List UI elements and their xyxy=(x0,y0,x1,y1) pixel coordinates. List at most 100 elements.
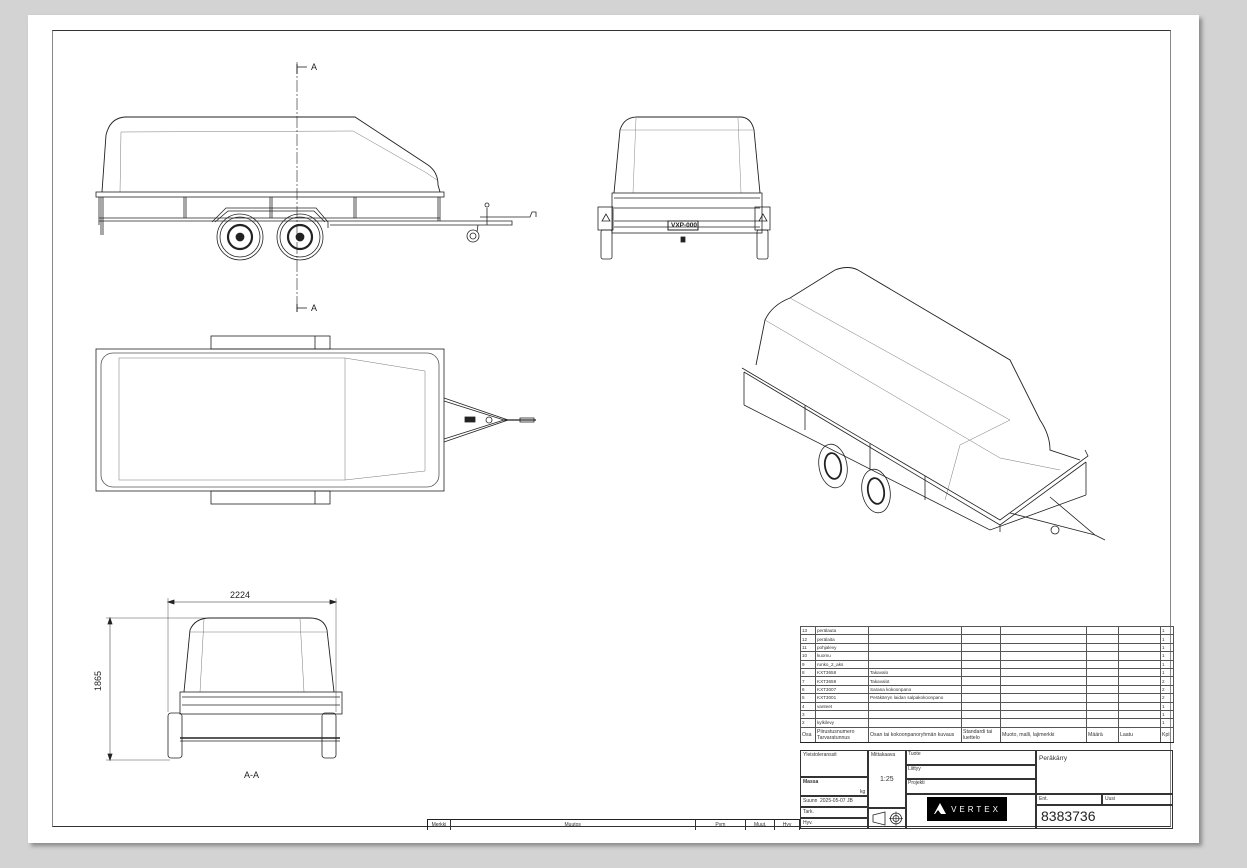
drawing-number: 8383736 xyxy=(1041,808,1096,824)
bom-standard xyxy=(961,634,1001,644)
bom-part: perälauta xyxy=(815,625,869,636)
mass-cell xyxy=(800,777,868,796)
bom-quality xyxy=(1118,684,1161,695)
dimension-width: 2224 xyxy=(230,590,251,600)
bom-shape xyxy=(1000,676,1087,686)
bom-part: KXT3658 xyxy=(815,667,869,678)
bom-amount xyxy=(1086,709,1119,720)
bom-quality xyxy=(1118,709,1161,720)
bom-osa: 4 xyxy=(800,701,816,711)
bom-osa: 5 xyxy=(800,693,816,703)
mass-unit: kg xyxy=(860,789,866,795)
bom-amount xyxy=(1086,642,1119,653)
bom-part: kuomu xyxy=(815,651,869,661)
bom-shape xyxy=(1000,718,1087,728)
bom-header-shape: Muoto, malli, lajimerkki xyxy=(1000,726,1087,743)
product-label: Tuote xyxy=(908,751,921,757)
bom-part: kylkilevy xyxy=(815,718,869,728)
belongs-label: Liittyy xyxy=(908,766,921,772)
bom-shape xyxy=(1000,642,1087,653)
bom-quality xyxy=(1118,718,1161,728)
bom-description: Peräkärryn laidan salpakokoonpano xyxy=(868,693,962,703)
bom-osa: 12 xyxy=(800,634,816,644)
bom-shape xyxy=(1000,667,1087,678)
new-label: Uusi xyxy=(1105,796,1116,802)
bom-shape xyxy=(1000,651,1087,661)
section-aa-view xyxy=(106,598,343,762)
bom-shape xyxy=(1000,693,1087,703)
checked-cell xyxy=(800,807,868,818)
drawing-frame xyxy=(52,30,1171,827)
mass-label: Massa xyxy=(803,779,819,785)
bom-shape xyxy=(1000,709,1087,720)
bom-header-amount: Määrä xyxy=(1086,726,1119,743)
revision-mark-header: Merkki xyxy=(428,820,451,830)
approved-label: Hyv. xyxy=(803,820,813,826)
bom-description xyxy=(868,701,962,711)
rear-view xyxy=(597,116,771,260)
bom-shape xyxy=(1000,625,1087,636)
scale-value: 1:25 xyxy=(880,776,894,783)
bom-description: Sarana kokoonpano xyxy=(868,684,962,695)
bom-qty: 2 xyxy=(1160,684,1174,695)
project-label: Projekti xyxy=(908,780,925,786)
bom-part: KXT3001 xyxy=(815,693,869,703)
bom-qty: 1 xyxy=(1160,651,1174,661)
logo-text: VERTEX xyxy=(951,804,1001,814)
bom-qty: 1 xyxy=(1160,634,1174,644)
bom-osa: 3 xyxy=(800,709,816,720)
bom-standard xyxy=(961,667,1001,678)
bom-quality xyxy=(1118,625,1161,636)
new-cell xyxy=(1102,794,1173,805)
bom-quality xyxy=(1118,701,1161,711)
revision-changed-by-header: Muut. xyxy=(746,820,776,830)
bom-header-row: Osa Piirustusnumero Tarvaratunnus Osan t… xyxy=(800,726,1174,743)
bom-osa: 10 xyxy=(800,651,816,661)
bom-description xyxy=(868,659,962,669)
bom-osa: 9 xyxy=(800,659,816,669)
revision-change-header: Muutos xyxy=(451,820,696,830)
bom-quality xyxy=(1118,642,1161,653)
bom-quality xyxy=(1118,667,1161,678)
scale-label: Mittakaava xyxy=(871,752,896,758)
bom-qty: 1 xyxy=(1160,625,1174,636)
bom-shape xyxy=(1000,701,1087,711)
bom-osa: 13 xyxy=(800,625,816,636)
bom-qty: 1 xyxy=(1160,642,1174,653)
dimension-height: 1865 xyxy=(93,670,104,692)
bom-header-qty: Kpl xyxy=(1160,726,1174,743)
project-cell xyxy=(906,779,1036,794)
bom-quality xyxy=(1118,693,1161,703)
bom-qty: 2 xyxy=(1160,676,1174,686)
bom-quality xyxy=(1118,651,1161,661)
bom-header-quality: Laatu xyxy=(1118,726,1161,743)
bom-part: vanteet xyxy=(815,701,869,711)
logo-cell xyxy=(906,794,1036,829)
bom-part: KXT3007 xyxy=(815,684,869,695)
bom-standard xyxy=(961,718,1001,728)
projection-symbol-icon xyxy=(872,811,903,826)
previous-label: Ent. xyxy=(1039,796,1048,802)
checked-label: Tark. xyxy=(803,809,814,815)
bom-header-description: Osan tai kokoonpanoryhmän kuvaus xyxy=(868,726,962,743)
bom-osa: 2 xyxy=(800,718,816,728)
top-view xyxy=(95,335,536,505)
bom-part: perälaita xyxy=(815,634,869,644)
bom-standard xyxy=(961,625,1001,636)
bom-osa: 6 xyxy=(800,684,816,695)
bom-part: KXT3659 xyxy=(815,676,869,686)
section-marker-top: A xyxy=(311,62,318,72)
bom-standard xyxy=(961,684,1001,695)
bom-standard xyxy=(961,701,1001,711)
bom-osa: 7 xyxy=(800,676,816,686)
vertex-logo: VERTEX xyxy=(927,797,1007,821)
